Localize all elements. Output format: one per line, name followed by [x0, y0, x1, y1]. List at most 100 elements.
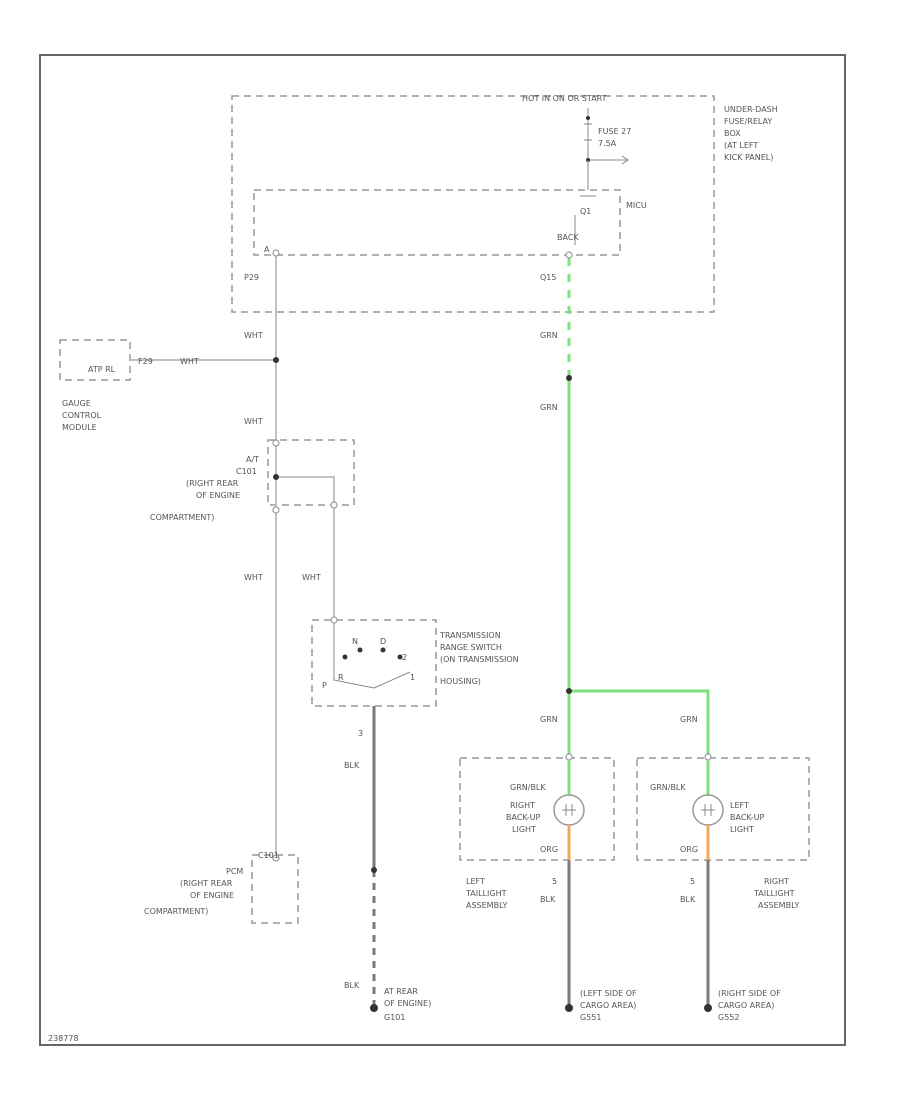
label-grn-blk-l: GRN/BLK [650, 783, 686, 792]
label-blk-1: BLK [344, 761, 360, 770]
label-pcm-3: OF ENGINE [190, 891, 234, 900]
diagram-frame [39, 54, 846, 1046]
switch-blade [333, 623, 411, 689]
label-wht-2: WHT [180, 357, 199, 366]
label-c101: C101 [258, 851, 279, 860]
label-q15: Q15 [540, 273, 556, 282]
label-lbu-3: LIGHT [730, 825, 754, 834]
micu-box-outline [253, 189, 621, 256]
label-lbu-1: LEFT [730, 801, 749, 810]
label-underdash-4: (AT LEFT [724, 141, 758, 150]
left-taillight-assembly-outline [459, 757, 615, 861]
right-taillight-assembly-outline [636, 757, 810, 861]
label-hot-in-on-start: HOT IN ON OR START [522, 94, 607, 103]
label-underdash-1: UNDER-DASH [724, 105, 778, 114]
label-ltl-3: ASSEMBLY [466, 901, 507, 910]
label-trans-2: RANGE SWITCH [440, 643, 502, 652]
label-trans-1: TRANSMISSION [439, 631, 501, 640]
fuse-dot-top [586, 116, 590, 120]
label-wht-3: WHT [244, 417, 263, 426]
label-grn-1: GRN [540, 331, 558, 340]
label-sw-r: R [338, 673, 344, 682]
label-at-1: A/T [246, 455, 259, 464]
label-underdash-3: BOX [724, 129, 741, 138]
fuse-to-micu-link [580, 160, 596, 197]
label-grn-2: GRN [540, 403, 558, 412]
label-rtl-2: TAILLIGHT [753, 889, 795, 898]
label-blk-2: BLK [540, 895, 556, 904]
right-bulb-filament [562, 804, 576, 816]
switch-contact-3 [380, 647, 386, 653]
underdash-fuse-relay-box-outline [231, 95, 715, 313]
at-connector-c101-outline [267, 439, 355, 506]
label-micu: MICU [626, 201, 647, 210]
label-at-2: C101 [236, 467, 257, 476]
label-back: BACK [557, 233, 579, 242]
label-org-1: ORG [540, 845, 558, 854]
label-wht-5: WHT [302, 573, 321, 582]
label-grn-4: GRN [680, 715, 698, 724]
label-ltl-2: TAILLIGHT [465, 889, 507, 898]
ground-g551 [565, 1004, 573, 1012]
label-footer-code: 238778 [48, 1034, 79, 1043]
label-g-at-2: OF ENGINE) [384, 999, 431, 1008]
label-g-r-2: CARGO AREA) [718, 1001, 774, 1010]
label-g-at-1: AT REAR [384, 987, 418, 996]
splice-at [273, 474, 279, 480]
pcm-connector-outline [251, 854, 299, 924]
label-org-2: ORG [680, 845, 698, 854]
label-rtl-3: ASSEMBLY [758, 901, 799, 910]
label-conn-a: A [264, 245, 270, 254]
grn-wire-right-branch [569, 689, 710, 756]
conn-back [565, 251, 573, 259]
label-sw-p: P [322, 681, 327, 690]
label-rbu-3: LIGHT [512, 825, 536, 834]
label-pin-5a: 5 [552, 877, 557, 886]
label-at-5: COMPARTMENT) [150, 513, 214, 522]
splice-blk [371, 867, 377, 873]
switch-contact-2 [357, 647, 363, 653]
ground-g101 [370, 1004, 378, 1012]
conn-at-bottom [272, 506, 280, 514]
label-rbu-2: BACK-UP [506, 813, 541, 822]
label-pcm-4: COMPARTMENT) [144, 907, 208, 916]
label-g-at-3: G101 [384, 1013, 405, 1022]
label-at-3: (RIGHT REAR [186, 479, 239, 488]
label-rbu-1: RIGHT [510, 801, 535, 810]
label-pin-5b: 5 [690, 877, 695, 886]
label-p29: P29 [244, 273, 259, 282]
label-pcm-1: PCM [226, 867, 243, 876]
label-atp-rl: ATP RL [88, 365, 116, 374]
conn-right-light-top [565, 753, 573, 761]
label-fuse-1: FUSE 27 [598, 127, 631, 136]
label-sw-n: N [352, 637, 358, 646]
label-wht-1: WHT [244, 331, 263, 340]
label-at-4: OF ENGINE [196, 491, 240, 500]
conn-at-right [330, 501, 338, 509]
conn-pcm [272, 854, 280, 862]
label-gauge-2: CONTROL [62, 411, 102, 420]
label-trans-3: (ON TRANSMISSION [440, 655, 519, 664]
conn-switch-top [330, 616, 338, 624]
left-bulb-filament [701, 804, 715, 816]
conn-at-top [272, 439, 280, 447]
label-gauge-1: GAUGE [62, 399, 91, 408]
switch-contact-1 [342, 654, 348, 660]
label-q1: Q1 [580, 207, 591, 216]
label-blk-4: BLK [344, 981, 360, 990]
label-grn-3: GRN [540, 715, 558, 724]
label-underdash-5: KICK PANEL) [724, 153, 773, 162]
transmission-range-switch-outline [311, 619, 437, 707]
label-g-r-3: G552 [718, 1013, 739, 1022]
label-sw-d: D [380, 637, 386, 646]
label-gauge-3: MODULE [62, 423, 97, 432]
label-g-l-2: CARGO AREA) [580, 1001, 636, 1010]
fuse-27-symbol [584, 108, 592, 160]
splice-gauge [273, 357, 279, 363]
conn-left-light-top [704, 753, 712, 761]
fuse-branch-arrow [588, 155, 629, 165]
label-blk-3: BLK [680, 895, 696, 904]
label-grn-blk-r: GRN/BLK [510, 783, 546, 792]
gauge-control-module-outline [59, 339, 131, 381]
label-sw-2: 2 [402, 653, 407, 662]
